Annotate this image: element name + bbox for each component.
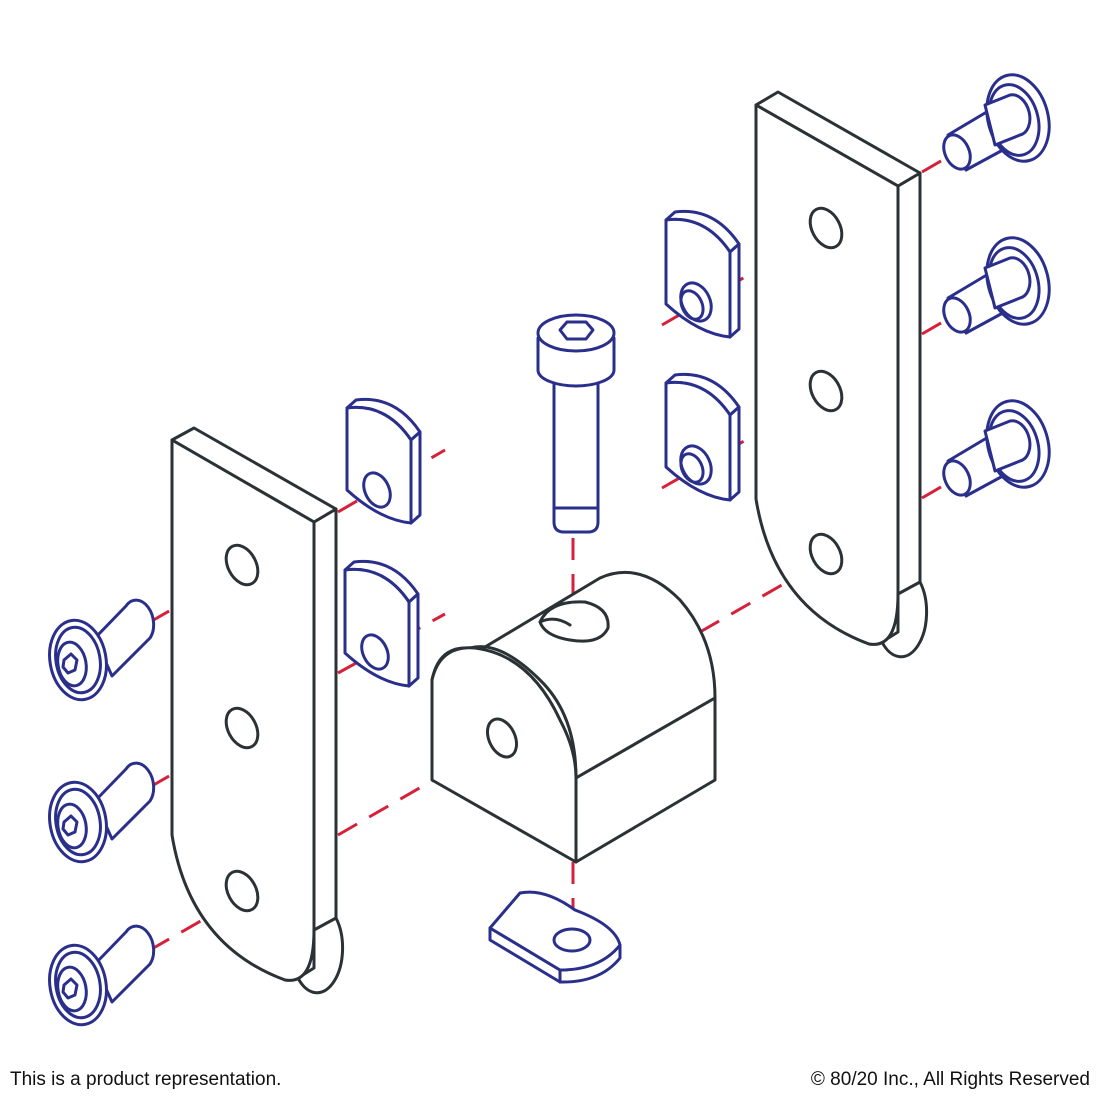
button-head-screw-left-1 — [48, 598, 156, 702]
socket-head-cap-screw — [536, 313, 616, 534]
right-leaf-side — [880, 171, 929, 659]
button-head-screw-right-1 — [942, 73, 1051, 172]
t-nut-left-1 — [345, 397, 422, 525]
left-leaf-hole-3 — [224, 869, 260, 913]
button-head-screw-left-3 — [48, 924, 156, 1027]
left-leaf-hole-1 — [224, 543, 260, 587]
t-nut-left-2 — [343, 559, 420, 688]
right-button-head-screws — [942, 73, 1051, 498]
axis-left-screw-2 — [149, 721, 263, 789]
button-head-screw-right-2 — [942, 236, 1051, 335]
right-leaf-hole-2 — [808, 369, 844, 413]
right-leaf-hole-1 — [808, 206, 844, 250]
left-button-head-screws — [48, 598, 156, 1027]
pivot-block-front-face — [430, 646, 578, 864]
axis-left-screw-1 — [149, 556, 263, 624]
axis-left-screw-3 — [149, 884, 263, 952]
cap-screw-shank — [552, 358, 600, 534]
pivot-block-side-hole — [485, 717, 519, 759]
button-head-screw-right-3 — [942, 399, 1051, 498]
pivot-block — [430, 570, 717, 864]
axis-right-block — [699, 568, 809, 634]
left-t-nuts — [343, 397, 422, 688]
right-leaf-hole-3 — [808, 532, 844, 576]
right-t-nuts — [664, 209, 741, 502]
disclaimer-text: This is a product representation. — [10, 1069, 282, 1090]
left-leaf-hole-2 — [224, 706, 260, 750]
right-leaf-face — [754, 103, 900, 646]
pivot-block-top-hole — [538, 600, 610, 643]
button-head-screw-left-2 — [48, 761, 156, 864]
cap-screw-head-top — [536, 313, 616, 353]
bottom-t-nut-top — [488, 890, 622, 972]
copyright-text: © 80/20 Inc., All Rights Reserved — [810, 1069, 1090, 1090]
hex-socket — [558, 320, 595, 341]
t-nut-right-2 — [664, 372, 741, 502]
axis-left-tnut-1 — [337, 448, 446, 514]
t-nut-right-1 — [664, 209, 741, 339]
right-hinge-leaf — [754, 90, 929, 659]
bottom-t-nut — [488, 890, 622, 984]
left-hinge-leaf — [170, 426, 345, 995]
left-leaf-side — [296, 507, 345, 995]
